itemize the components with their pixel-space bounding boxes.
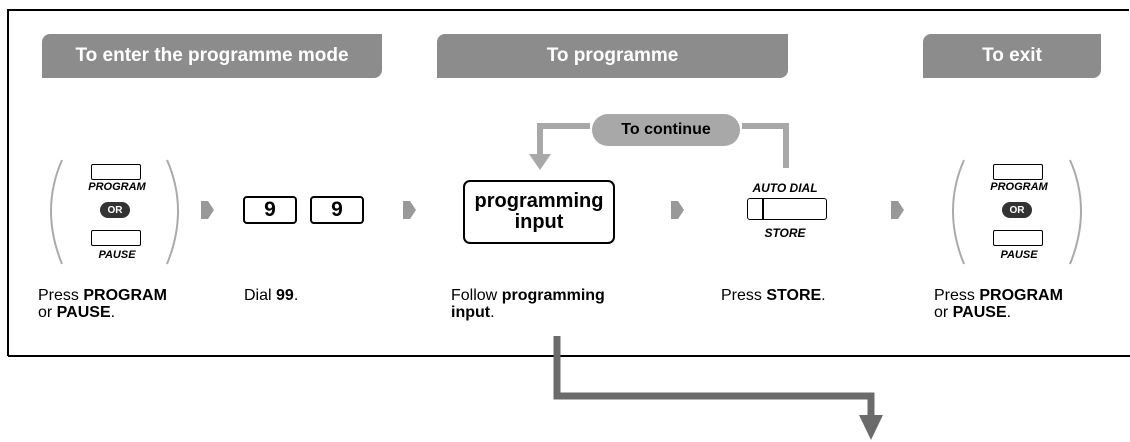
program-key-label: PROGRAM (88, 181, 146, 193)
to-continue-label: To continue (592, 114, 740, 146)
step-arrow-1 (201, 201, 214, 219)
digit-key-9-first[interactable]: 9 (243, 196, 297, 224)
or-badge: OR (100, 202, 130, 218)
step-arrow-2 (403, 201, 416, 219)
bracket-left-2 (952, 159, 965, 265)
continue-loop-line-right (742, 123, 789, 168)
caption-step2: Dial 99. (244, 287, 299, 304)
bracket-left-1 (50, 159, 63, 265)
pause-key-exit[interactable] (993, 230, 1043, 246)
pause-key-exit-label: PAUSE (1000, 249, 1038, 261)
store-label: STORE (764, 226, 806, 240)
auto-dial-store-key[interactable] (747, 198, 827, 220)
header-to-programme: To programme (437, 34, 788, 78)
or-badge-exit: OR (1002, 202, 1032, 218)
step-arrow-3 (671, 201, 684, 219)
auto-dial-label: AUTO DIAL (752, 181, 818, 195)
caption-step4: Press STORE. (721, 287, 826, 304)
program-key[interactable] (91, 164, 141, 180)
continue-loop-arrowhead (529, 154, 551, 170)
continue-loop-line (537, 123, 590, 156)
flow-arrowhead (859, 415, 883, 440)
pause-key-label: PAUSE (98, 249, 136, 261)
bracket-right-2 (1069, 159, 1082, 265)
outer-frame (7, 9, 1129, 356)
programming-input-line1: programming (474, 190, 604, 212)
pause-key[interactable] (91, 230, 141, 246)
key-divider (762, 199, 764, 219)
header-to-exit: To exit (923, 34, 1101, 78)
step-arrow-4 (891, 201, 904, 219)
digit-key-9-second[interactable]: 9 (310, 196, 364, 224)
bracket-right-1 (166, 159, 179, 265)
program-key-exit[interactable] (993, 164, 1043, 180)
header-enter-programme-mode: To enter the programme mode (42, 34, 382, 78)
programming-input-line2: input (514, 211, 564, 233)
program-key-exit-label: PROGRAM (990, 181, 1048, 193)
flow-arrow-line (553, 336, 875, 418)
